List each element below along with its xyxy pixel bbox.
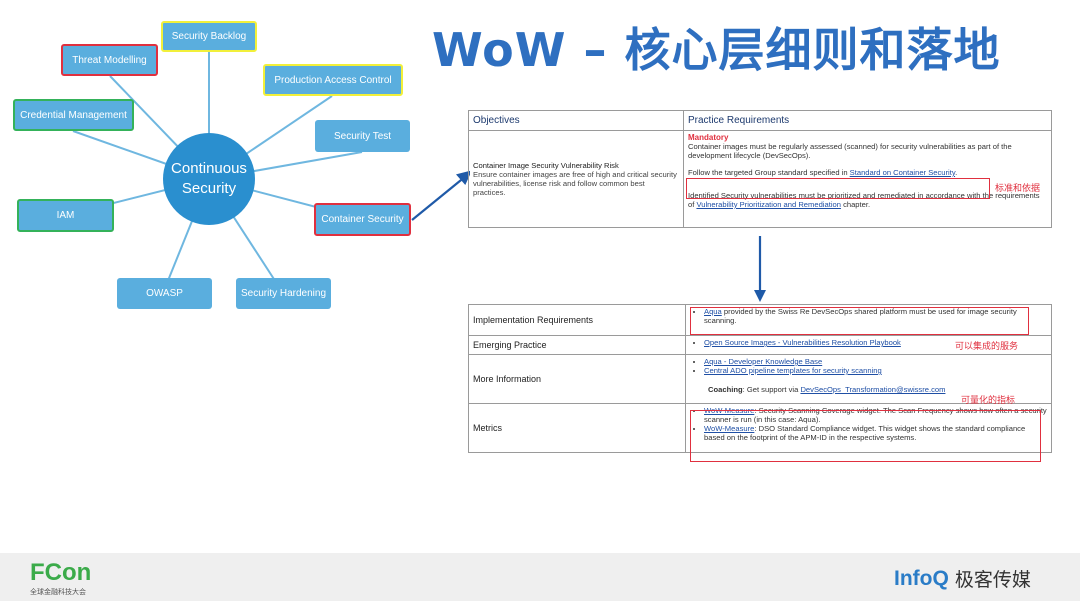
coaching-label: Coaching	[708, 385, 743, 394]
playbook-link[interactable]: Open Source Images - Vulnerabilities Res…	[704, 338, 901, 347]
note-quantifiable-metrics: 可量化的指标	[961, 395, 1016, 405]
node-iam: IAM	[17, 199, 114, 232]
note-integrable-services: 可以集成的服务	[955, 341, 1019, 351]
node-production-access-control: Production Access Control	[263, 64, 403, 96]
objective-body: Ensure container images are free of high…	[473, 170, 677, 197]
coaching-email-link[interactable]: DevSecOps_Transformation@swissre.com	[800, 385, 946, 394]
fcon-subtitle: 全球金融科技大会	[30, 589, 86, 596]
fcon-logo: FCon 全球金融科技大会	[30, 561, 91, 597]
highlight-box-aqua	[690, 307, 1029, 335]
aqua-link[interactable]: Aqua	[704, 307, 722, 316]
requirement-3-end: chapter.	[840, 200, 871, 209]
metric-2-text: : DSO Standard Compliance widget. This w…	[704, 424, 1026, 442]
impl-label: Implementation Requirements	[468, 304, 686, 336]
center-continuous-security: Continuous Security	[163, 133, 255, 225]
coaching-line: Coaching: Get support via DevSecOps_Tran…	[690, 385, 1047, 394]
more-info-label: More Information	[468, 354, 686, 404]
requirement-1: Container images must be regularly asses…	[688, 142, 1012, 160]
requirement-3-text: Identified Security vulnerabilities must…	[688, 191, 1040, 209]
highlight-box-standard	[686, 178, 990, 199]
objective-cell: Container Image Security Vulnerability R…	[468, 130, 684, 228]
coaching-text: : Get support via	[742, 385, 801, 394]
wow-measure-link-2[interactable]: WoW-Measure	[704, 424, 755, 433]
node-security-hardening: Security Hardening	[236, 278, 331, 309]
col-practice-requirements: Practice Requirements	[683, 110, 1052, 131]
col-objectives: Objectives	[468, 110, 684, 131]
node-credential-management: Credential Management	[13, 99, 134, 131]
requirement-2: Follow the targeted Group standard speci…	[688, 168, 1047, 177]
center-line1: Continuous	[171, 160, 247, 177]
center-line2: Security	[181, 180, 237, 197]
node-threat-modelling: Threat Modelling	[61, 44, 158, 76]
node-security-backlog: Security Backlog	[161, 21, 257, 52]
requirements-cell: Mandatory Container images must be regul…	[683, 130, 1052, 228]
node-container-security: Container Security	[314, 203, 411, 236]
objectives-table: Objectives Practice Requirements Contain…	[468, 110, 1052, 228]
more-info-cell: Aqua - Developer Knowledge Base Central …	[685, 354, 1052, 404]
mandatory-label: Mandatory	[688, 133, 729, 142]
note-standard-basis: 标准和依据	[995, 183, 1041, 193]
highlight-box-metrics	[690, 410, 1041, 462]
implementation-table: Implementation Requirements Aqua provide…	[468, 304, 1052, 453]
infoq-logo-text: InfoQ	[894, 566, 949, 590]
standard-container-security-link[interactable]: Standard on Container Security	[849, 168, 956, 177]
vuln-prioritization-link[interactable]: Vulnerability Prioritization and Remedia…	[696, 200, 841, 209]
page-title: WoW – 核心层细则和落地	[432, 23, 1001, 77]
requirement-3: Identified Security vulnerabilities must…	[688, 191, 1047, 209]
footer-bar: FCon 全球金融科技大会 InfoQ 极客传媒	[0, 553, 1080, 601]
ado-templates-link[interactable]: Central ADO pipeline templates for secur…	[704, 366, 882, 375]
requirement-2-text: Follow the targeted Group standard speci…	[688, 168, 850, 177]
down-arrow	[754, 236, 766, 302]
node-owasp: OWASP	[117, 278, 212, 309]
fcon-logo-text: FCon	[30, 559, 92, 586]
requirement-2-end: .	[955, 168, 958, 177]
emerging-label: Emerging Practice	[468, 335, 686, 355]
aqua-kb-link[interactable]: Aqua - Developer Knowledge Base	[704, 357, 823, 366]
infoq-cn-text: 极客传媒	[954, 570, 1031, 591]
objective-title: Container Image Security Vulnerability R…	[473, 161, 619, 170]
infoq-logo: InfoQ 极客传媒	[894, 565, 1031, 592]
metrics-label: Metrics	[468, 403, 686, 453]
impl-text: provided by the Swiss Re DevSecOps share…	[704, 307, 1017, 325]
node-security-test: Security Test	[315, 120, 410, 152]
